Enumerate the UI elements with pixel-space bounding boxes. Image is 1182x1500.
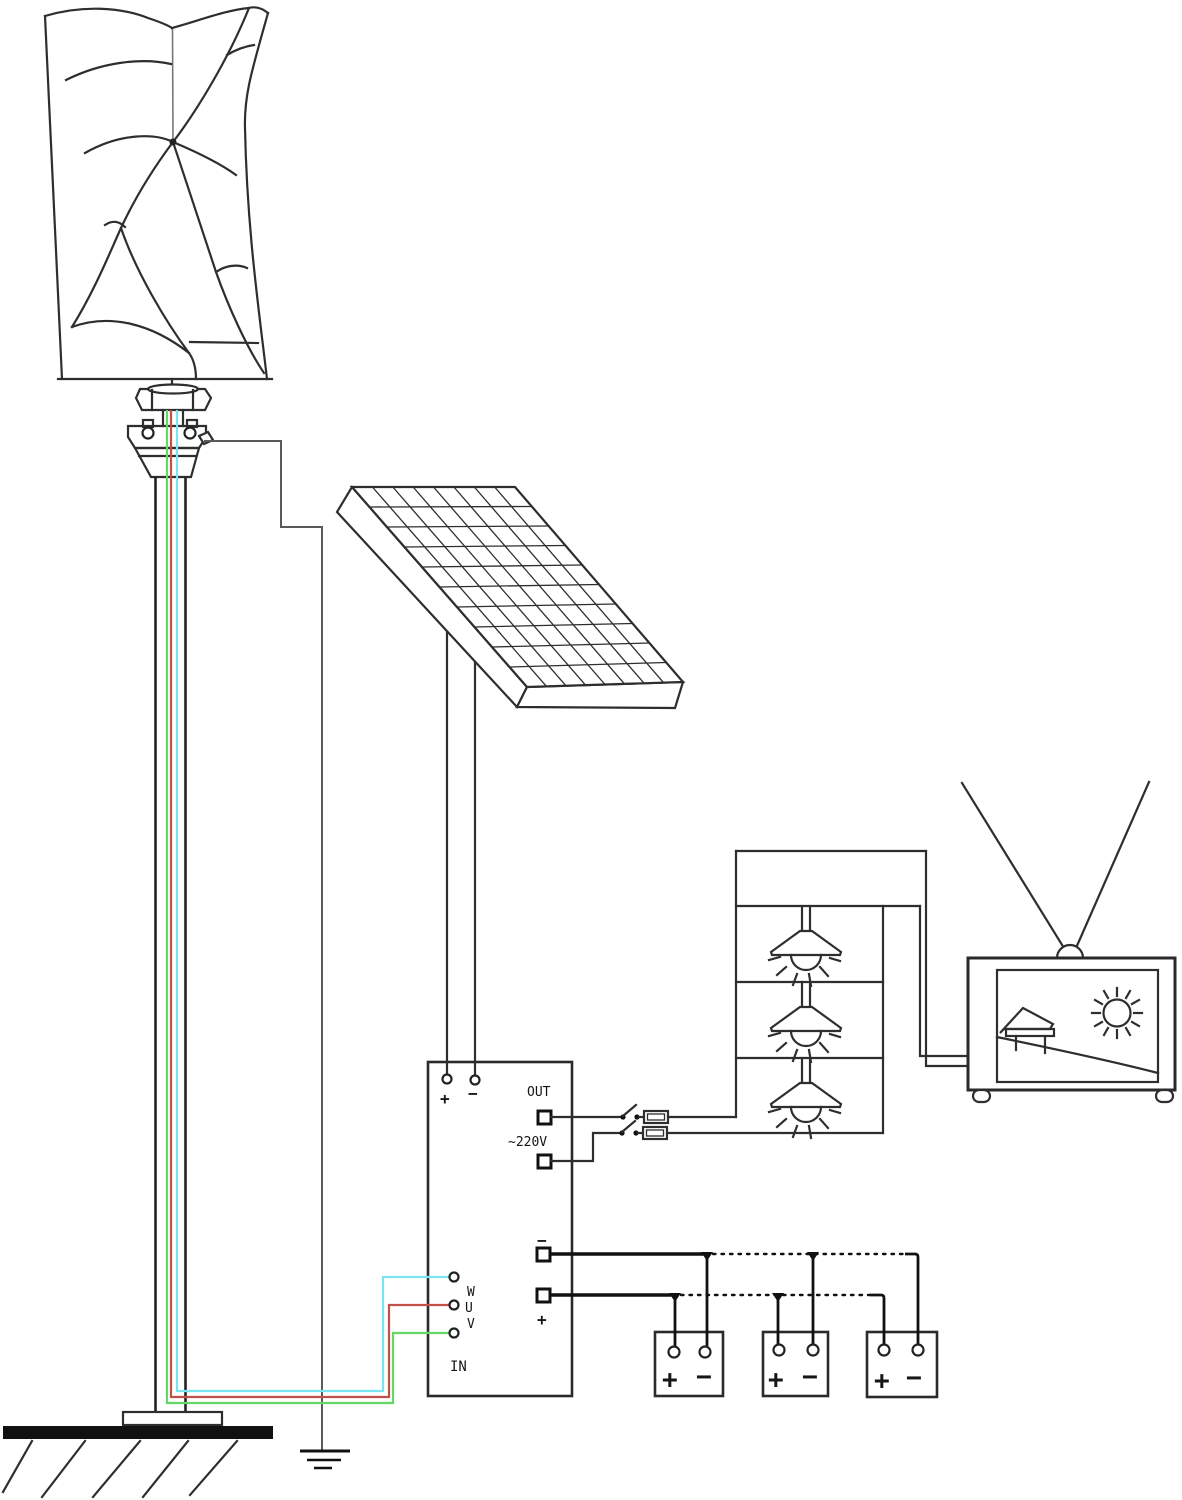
phase-w-wire: [175, 410, 449, 1393]
pole-base-plate: [121, 1410, 224, 1427]
house-roof: [999, 1006, 1055, 1034]
out-label: OUT: [527, 1085, 551, 1100]
in-label: IN: [450, 1359, 467, 1375]
battery-minus-post: [698, 1345, 712, 1359]
phase-u-terminal: [448, 1299, 460, 1311]
battery-minus-bus: [551, 1252, 920, 1347]
antenna-left: [960, 781, 1066, 950]
ground-lug: [197, 430, 215, 446]
battery-minus-label: −: [537, 1231, 547, 1250]
tv-icon: [960, 780, 1177, 1104]
fuse-icon: [642, 1109, 670, 1125]
battery-plus-mark: +: [874, 1366, 890, 1396]
tv-foot: [971, 1088, 992, 1104]
fuse-icon: [641, 1125, 669, 1141]
ac-220v-label: ~220V: [508, 1135, 547, 1150]
phase-v-label: V: [467, 1317, 475, 1332]
earth-ground-wire: [204, 440, 323, 1451]
battery-plus-post: [772, 1343, 786, 1357]
battery-2: + −: [768, 1343, 820, 1395]
battery-minus-mark: −: [802, 1362, 818, 1392]
house-body: [1004, 1027, 1056, 1038]
battery-plus-post: [877, 1343, 891, 1357]
lamp-bank: [734, 849, 970, 1140]
solar-plus-label: +: [440, 1089, 450, 1108]
solar-minus-terminal: [469, 1074, 481, 1086]
battery-minus-mark: −: [906, 1363, 922, 1393]
out-terminal: [536, 1109, 553, 1126]
battery-plus-bus: [551, 1293, 886, 1346]
battery-minus-terminal: [535, 1246, 552, 1263]
battery-plus-label: +: [537, 1310, 547, 1329]
antenna-right: [1074, 780, 1151, 950]
battery-plus-terminal: [535, 1287, 552, 1304]
switch-icon: [619, 1119, 639, 1136]
lamp-icon: [767, 1056, 843, 1140]
battery-plus-mark: +: [662, 1365, 678, 1395]
phase-u-wire: [169, 410, 449, 1399]
lamp-icon: [767, 980, 843, 1064]
battery-1: + −: [662, 1345, 712, 1395]
wind-turbine-icon: [43, 6, 274, 381]
ac-220v-terminal: [536, 1153, 553, 1170]
turbine-pole: [121, 477, 224, 1427]
phase-w-label: W: [467, 1285, 475, 1300]
tv-screen-art: [995, 986, 1160, 1075]
battery-minus-post: [911, 1343, 925, 1357]
battery-plus-post: [667, 1345, 681, 1359]
solar-panel-wires: [445, 630, 477, 1077]
battery-minus-mark: −: [696, 1362, 712, 1392]
solar-panel-icon: [335, 485, 686, 710]
tv-screen: [995, 968, 1160, 1084]
battery-plus-mark: +: [768, 1365, 784, 1395]
panel-face: [349, 485, 686, 689]
ac-output-circuit: [549, 1103, 885, 1163]
lamp-icon: [767, 904, 843, 988]
phase-w-terminal: [448, 1271, 460, 1283]
battery-box: [865, 1330, 939, 1399]
phase-u-label: U: [465, 1301, 473, 1316]
blade-cross-dot: [169, 138, 177, 146]
earth-bar: [3, 1426, 273, 1439]
antenna-base: [1055, 943, 1085, 960]
hill-line: [995, 1035, 1160, 1075]
battery-3: + −: [874, 1343, 925, 1396]
controller-terminals: + − OUT ~220V − + W U V IN: [440, 1073, 553, 1375]
switch-icon: [620, 1103, 640, 1120]
solar-minus-label: −: [468, 1084, 478, 1103]
earth-ground-symbol: [300, 1449, 350, 1470]
battery-bank: + − + − + −: [551, 1252, 939, 1399]
tv-foot: [1154, 1088, 1175, 1104]
ground-surface: [1, 1426, 273, 1499]
battery-box: [761, 1330, 830, 1398]
panel-grid: [369, 486, 667, 687]
turbine-shaft: [171, 27, 174, 141]
phase-v-terminal: [448, 1327, 460, 1339]
phase-v-wire: [165, 410, 449, 1405]
sun-icon: [1090, 986, 1144, 1040]
battery-minus-post: [806, 1343, 820, 1357]
solar-plus-terminal: [441, 1073, 453, 1085]
battery-box: [653, 1330, 725, 1398]
